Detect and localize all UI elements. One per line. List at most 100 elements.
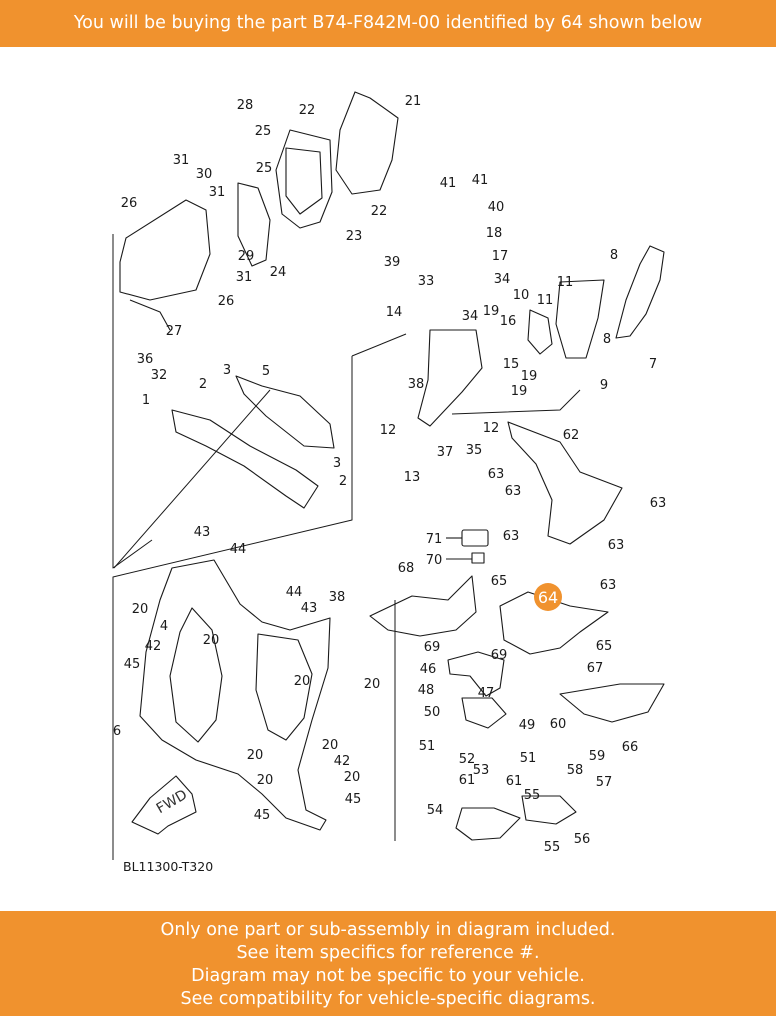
part-label-49: 49 bbox=[519, 718, 536, 733]
part-label-22: 22 bbox=[299, 103, 316, 118]
part-label-20: 20 bbox=[344, 770, 361, 785]
footer-line-1: Only one part or sub-assembly in diagram… bbox=[160, 920, 616, 940]
part-label-31: 31 bbox=[209, 185, 226, 200]
part-label-31: 31 bbox=[236, 270, 253, 285]
bottom-banner: Only one part or sub-assembly in diagram… bbox=[0, 911, 776, 1016]
part-label-38: 38 bbox=[329, 590, 346, 605]
part-label-55: 55 bbox=[524, 788, 541, 803]
highlight-circle bbox=[534, 583, 562, 611]
part-label-34: 34 bbox=[462, 309, 479, 324]
part-label-19: 19 bbox=[511, 384, 528, 399]
part-label-6: 6 bbox=[113, 724, 121, 739]
part-label-14: 14 bbox=[386, 305, 403, 320]
part-label-44: 44 bbox=[230, 542, 247, 557]
part-label-26: 26 bbox=[121, 196, 138, 211]
part-label-34: 34 bbox=[494, 272, 511, 287]
part-label-63: 63 bbox=[503, 529, 520, 544]
part-label-20: 20 bbox=[257, 773, 274, 788]
part-label-20: 20 bbox=[132, 602, 149, 617]
footer-line-3: Diagram may not be specific to your vehi… bbox=[191, 966, 585, 986]
part-label-39: 39 bbox=[384, 255, 401, 270]
part-label-8: 8 bbox=[603, 332, 611, 347]
part-label-45: 45 bbox=[124, 657, 141, 672]
part-label-20: 20 bbox=[203, 633, 220, 648]
part-label-23: 23 bbox=[346, 229, 363, 244]
part-label-10: 10 bbox=[513, 288, 530, 303]
part-label-42: 42 bbox=[334, 754, 351, 769]
part-label-12: 12 bbox=[483, 421, 500, 436]
part-label-3: 3 bbox=[333, 456, 341, 471]
part-label-33: 33 bbox=[418, 274, 435, 289]
part-label-51: 51 bbox=[520, 751, 537, 766]
footer-line-4: See compatibility for vehicle-specific d… bbox=[180, 989, 596, 1009]
part-label-12: 12 bbox=[380, 423, 397, 438]
part-label-47: 47 bbox=[478, 686, 495, 701]
part-label-26: 26 bbox=[218, 294, 235, 309]
part-label-19: 19 bbox=[483, 304, 500, 319]
part-label-54: 54 bbox=[427, 803, 444, 818]
part-label-63: 63 bbox=[488, 467, 505, 482]
part-label-32: 32 bbox=[151, 368, 168, 383]
part-label-48: 48 bbox=[418, 683, 435, 698]
part-label-19: 19 bbox=[521, 369, 538, 384]
part-label-59: 59 bbox=[589, 749, 606, 764]
part-label-3: 3 bbox=[223, 363, 231, 378]
part-label-21: 21 bbox=[405, 94, 422, 109]
part-label-5: 5 bbox=[262, 364, 270, 379]
part-label-44: 44 bbox=[286, 585, 303, 600]
part-label-65: 65 bbox=[596, 639, 613, 654]
part-label-1: 1 bbox=[142, 393, 150, 408]
part-label-20: 20 bbox=[247, 748, 264, 763]
part-label-7: 7 bbox=[649, 357, 657, 372]
part-label-20: 20 bbox=[322, 738, 339, 753]
part-label-63: 63 bbox=[505, 484, 522, 499]
part-label-28: 28 bbox=[237, 98, 254, 113]
part-label-65: 65 bbox=[491, 574, 508, 589]
part-label-31: 31 bbox=[173, 153, 190, 168]
part-label-11: 11 bbox=[537, 293, 554, 308]
part-label-22: 22 bbox=[371, 204, 388, 219]
part-label-67: 67 bbox=[587, 661, 604, 676]
part-label-29: 29 bbox=[238, 249, 255, 264]
part-label-56: 56 bbox=[574, 832, 591, 847]
part-label-46: 46 bbox=[420, 662, 437, 677]
part-label-17: 17 bbox=[492, 249, 509, 264]
part-label-69: 69 bbox=[491, 648, 508, 663]
part-label-58: 58 bbox=[567, 763, 584, 778]
part-label-4: 4 bbox=[160, 619, 168, 634]
footer-line-2: See item specifics for reference #. bbox=[236, 943, 540, 963]
part-label-71: 71 bbox=[426, 532, 443, 547]
part-label-41: 41 bbox=[440, 176, 457, 191]
part-label-20: 20 bbox=[294, 674, 311, 689]
part-label-69: 69 bbox=[424, 640, 441, 655]
part-label-61: 61 bbox=[506, 774, 523, 789]
part-label-13: 13 bbox=[404, 470, 421, 485]
part-label-37: 37 bbox=[437, 445, 454, 460]
part-label-61: 61 bbox=[459, 773, 476, 788]
part-label-8: 8 bbox=[610, 248, 618, 263]
part-label-63: 63 bbox=[608, 538, 625, 553]
part-label-45: 45 bbox=[345, 792, 362, 807]
part-label-18: 18 bbox=[486, 226, 503, 241]
part-label-53: 53 bbox=[473, 763, 490, 778]
part-label-52: 52 bbox=[459, 752, 476, 767]
part-label-43: 43 bbox=[301, 601, 318, 616]
fwd-direction-label: FWD bbox=[154, 787, 190, 817]
part-label-55: 55 bbox=[544, 840, 561, 855]
part-label-63: 63 bbox=[600, 578, 617, 593]
part-label-70: 70 bbox=[426, 553, 443, 568]
part-label-50: 50 bbox=[424, 705, 441, 720]
part-label-42: 42 bbox=[145, 639, 162, 654]
part-label-51: 51 bbox=[419, 739, 436, 754]
part-label-40: 40 bbox=[488, 200, 505, 215]
part-label-24: 24 bbox=[270, 265, 287, 280]
part-label-20: 20 bbox=[364, 677, 381, 692]
part-label-45: 45 bbox=[254, 808, 271, 823]
part-label-16: 16 bbox=[500, 314, 517, 329]
part-label-2: 2 bbox=[339, 474, 347, 489]
highlight-callout-64[interactable]: 64 bbox=[534, 583, 562, 611]
banner-text: You will be buying the part B74-F842M-00… bbox=[73, 13, 703, 33]
part-label-41: 41 bbox=[472, 173, 489, 188]
part-label-38: 38 bbox=[408, 377, 425, 392]
